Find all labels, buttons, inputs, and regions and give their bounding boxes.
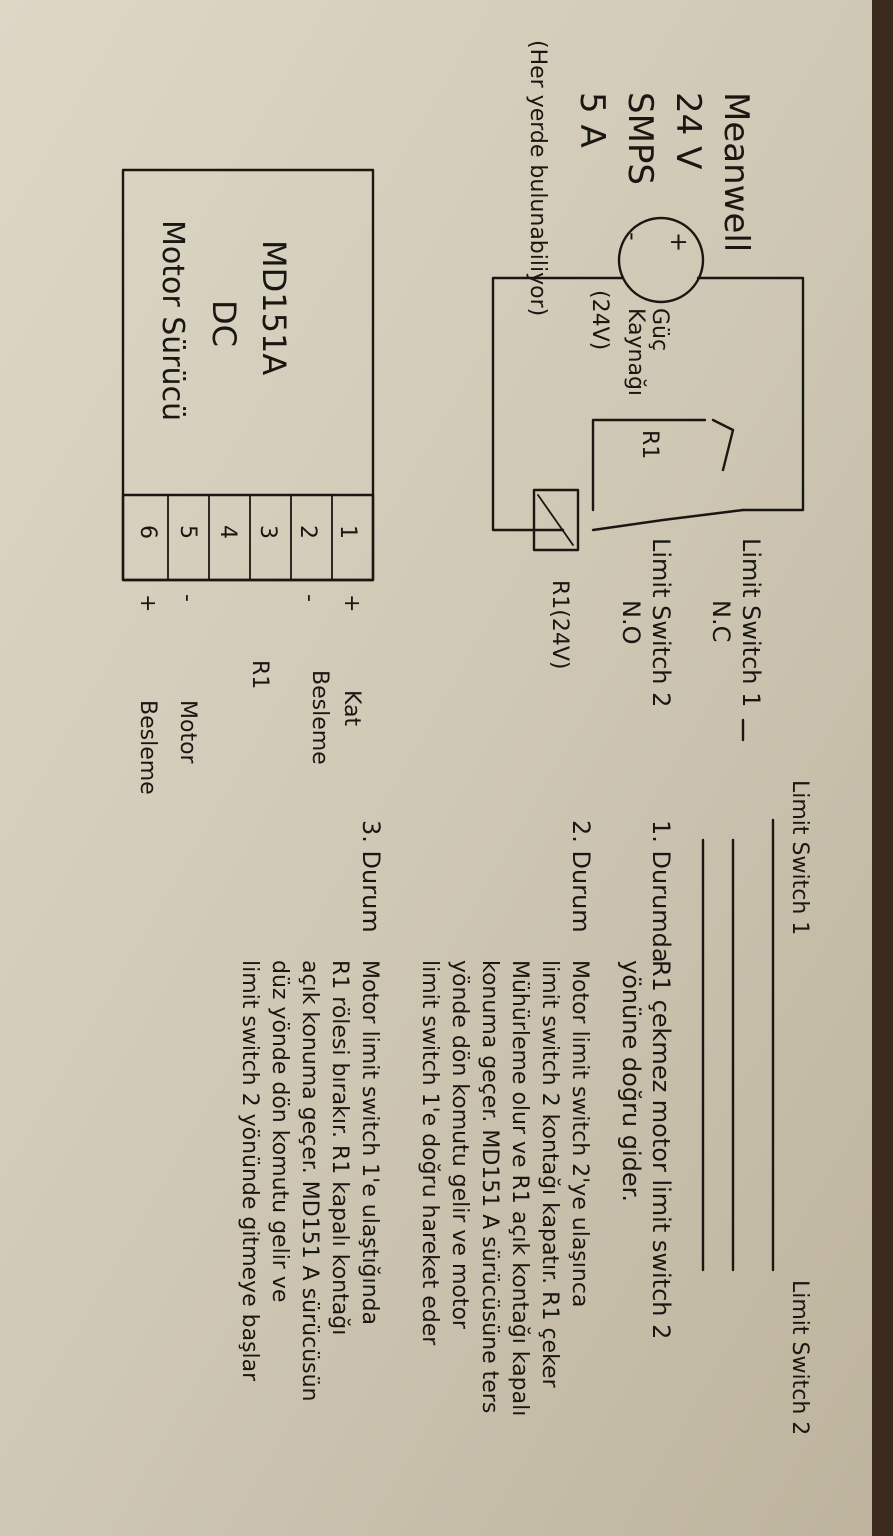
pin-sign-6: +: [135, 594, 160, 612]
state-3-line-4: düz yönde dön komutu gelir ve: [267, 960, 292, 1302]
pin-6: 6: [135, 525, 160, 539]
power-source-symbol: [617, 216, 705, 304]
label-besleme-bottom: Besleme: [135, 700, 160, 795]
label-r1: R1: [247, 660, 272, 689]
state-3-line-2: R1 rölesi bırakır. R1 kapalı kontağı: [327, 960, 352, 1335]
psu-type: SMPS: [620, 92, 660, 185]
limit-switch-2-type: N.O: [617, 600, 645, 644]
rotated-sketch: Meanwell 24 V SMPS 5 A (Her yerde buluna…: [121, 40, 812, 1435]
label-motor: Motor: [175, 700, 200, 765]
state-2-line-1: Motor limit switch 2'ye ulaşınca: [567, 960, 592, 1307]
psu-voltage: 24 V: [668, 92, 708, 169]
psu-brand: Meanwell: [716, 92, 756, 252]
state-3-line-1: Motor limit switch 1'e ulaştığında: [357, 960, 382, 1325]
state-2-line-5: yönde dön komutu gelir ve motor: [447, 960, 472, 1330]
psu-plus: +: [665, 232, 693, 252]
pin-1: 1: [335, 525, 360, 539]
state-1-line-2: yönüne doğru gider.: [617, 960, 645, 1202]
terminal-pins: 1 2 3 4 5 6: [135, 494, 360, 581]
limit-switch-1-label: Limit Switch 1: [737, 538, 765, 707]
wire-branch: [591, 418, 707, 512]
psu-label-line3: (24V): [587, 290, 612, 350]
relay-coil-diagonal: [537, 494, 574, 546]
state-2-heading: 2. Durum: [567, 820, 595, 933]
label-besleme-top: Besleme: [307, 670, 332, 765]
state-2-line-2: limit switch 2 kontağı kapatır. R1 çeker: [537, 960, 562, 1389]
state-1-line-1: R1 çekmez motor limit switch 2: [647, 960, 675, 1339]
psu-label-line1: Güç: [647, 308, 672, 351]
state-1-heading: 1. Durumda: [647, 820, 675, 963]
terminal-strip: [121, 493, 375, 582]
ls2-contact: [591, 508, 745, 532]
state-2-line-4: konuma geçer. MD151 A sürücüsüne ters: [477, 960, 502, 1413]
wire-plus: [696, 276, 805, 512]
driver-type: DC: [205, 300, 243, 347]
label-kat: Kat: [339, 690, 364, 727]
psu-label-line2: Kaynağı: [623, 308, 648, 396]
r1-contact: [711, 418, 735, 472]
state-2-line-6: limit switch 1'e doğru hareket eder: [417, 960, 442, 1346]
state-3-heading: 3. Durum: [357, 820, 385, 933]
r1-contact-label: R1: [637, 430, 662, 459]
pin-2: 2: [295, 525, 320, 539]
psu-note: (Her yerde bulunabiliyor): [525, 40, 550, 316]
pin-4: 4: [215, 525, 240, 539]
driver-name: Motor Sürücü: [155, 220, 190, 421]
pin-5: 5: [175, 525, 200, 539]
relay-coil: [532, 488, 580, 552]
pin-3: 3: [255, 525, 280, 539]
driver-model: MD151A: [255, 240, 293, 375]
limit-switch-2-label: Limit Switch 2: [647, 538, 675, 707]
pin-sign-2: -: [297, 594, 322, 602]
state-3-line-3: açık konuma geçer. MD151 A sürücüsün: [297, 960, 322, 1402]
relay-coil-label: R1(24V): [547, 580, 572, 670]
limit-switch-1-type: N.C: [707, 600, 735, 642]
table-edge: [872, 0, 893, 1536]
state-3-line-5: limit switch 2 yönünde gitmeye başlar: [237, 960, 262, 1382]
state-2-line-3: Mühürleme olur ve R1 açık kontağı kapalı: [507, 960, 532, 1416]
motion-ls2-label: Limit Switch 2: [787, 1280, 812, 1435]
psu-current: 5 A: [572, 92, 612, 148]
psu-minus: -: [619, 232, 647, 241]
pin-sign-1: +: [339, 594, 364, 612]
motion-ls1-label: Limit Switch 1: [787, 780, 812, 935]
wire-minus: [491, 276, 625, 532]
pin-sign-5: -: [175, 594, 200, 602]
